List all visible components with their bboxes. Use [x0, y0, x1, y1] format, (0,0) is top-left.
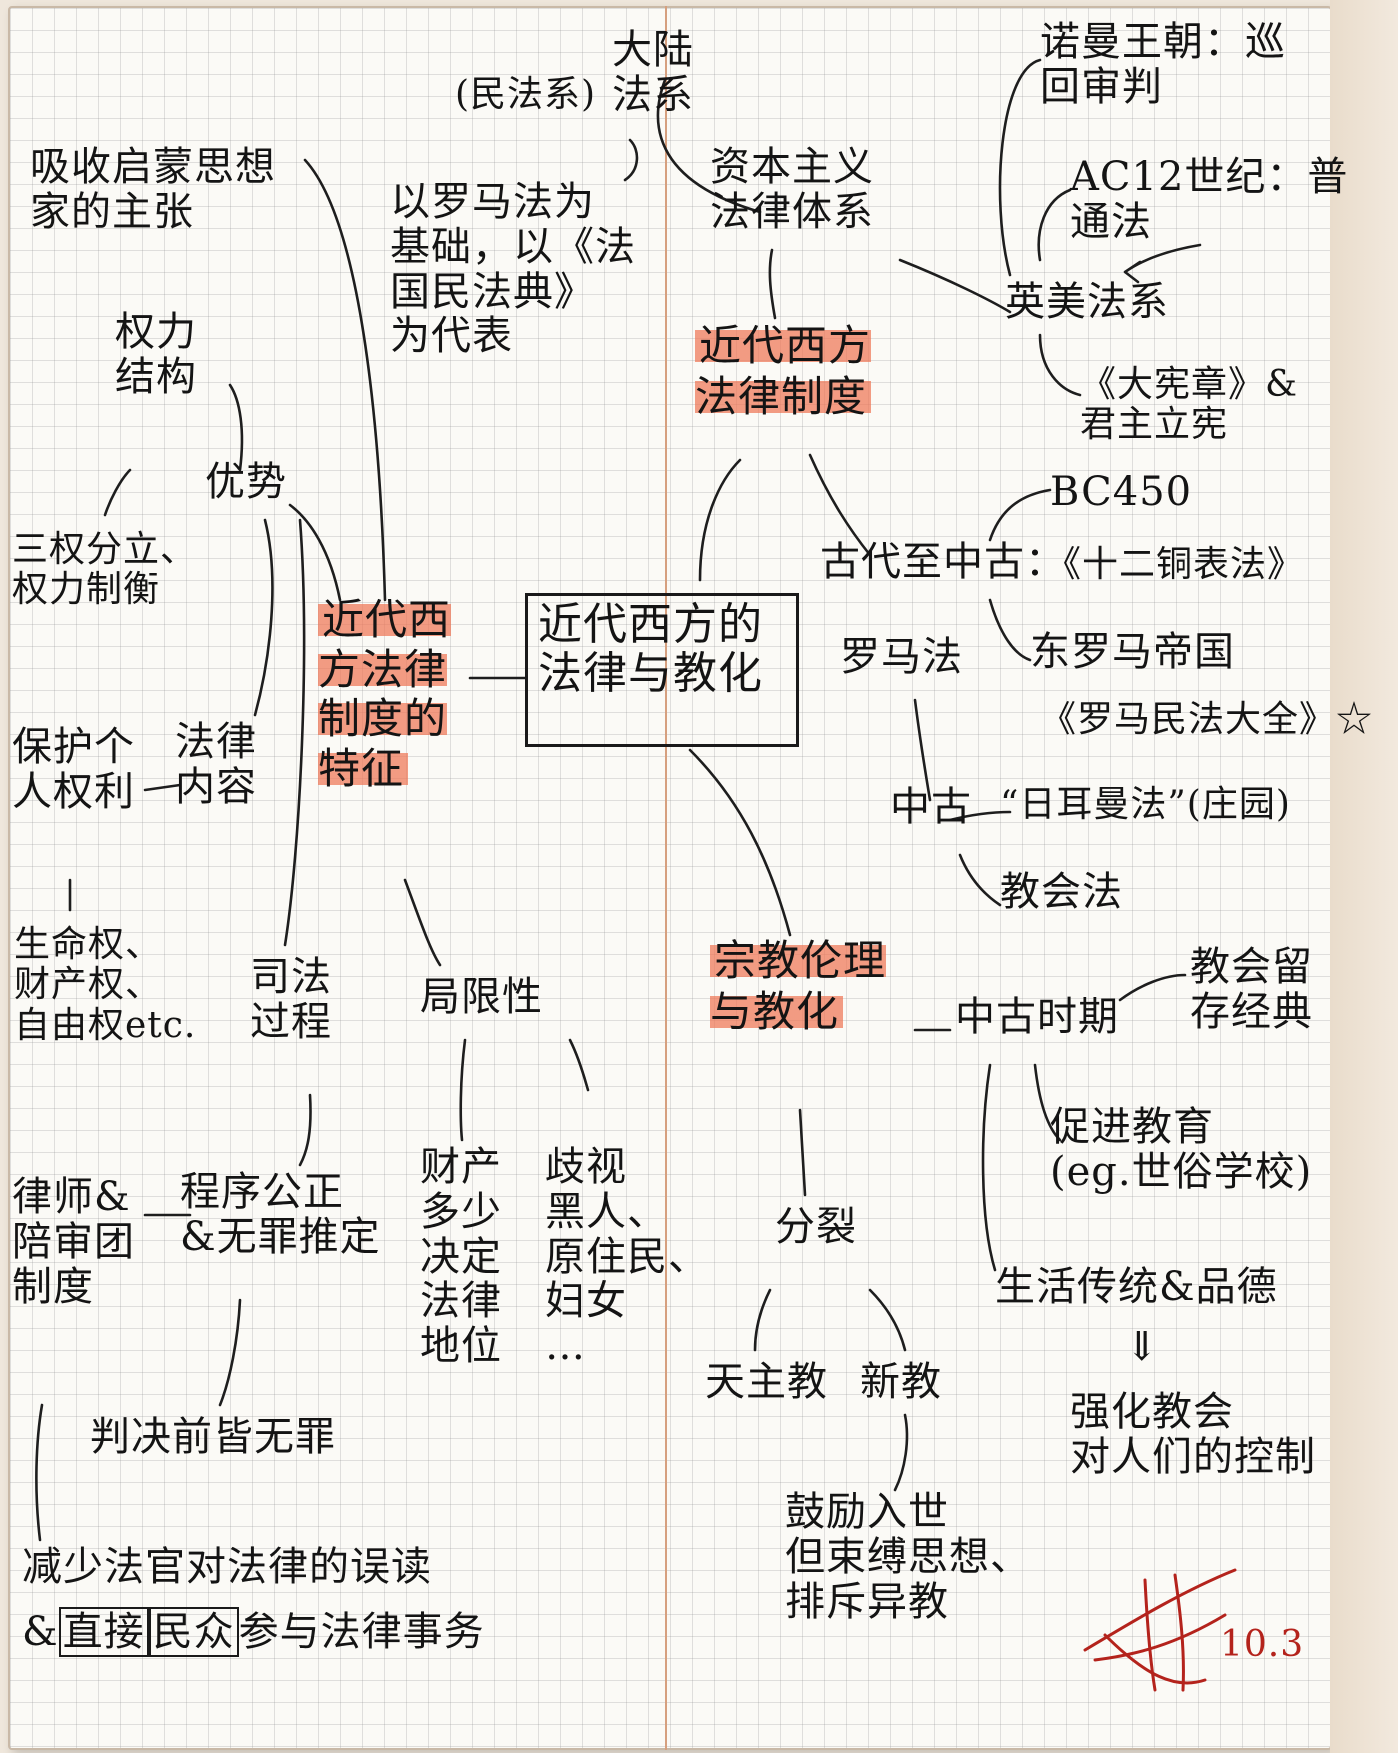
corpus-label: 《罗马民法大全》☆ — [1040, 699, 1374, 740]
grid-paper — [8, 6, 1332, 1750]
medieval-label: 中古 — [890, 784, 972, 830]
property-decides-note: 财产 多少 决定 法律 地位 — [420, 1144, 502, 1370]
link-center-law — [698, 458, 742, 582]
protestant-label: 新教 — [860, 1359, 942, 1405]
link-power-separation — [103, 468, 132, 517]
link-limit-discrim — [568, 1038, 590, 1092]
bottom-note-2-public: 民众 — [148, 1607, 239, 1657]
link-capitalist-anglo — [898, 258, 1012, 314]
link-anglo-magna — [1038, 333, 1082, 397]
center-node — [525, 593, 799, 747]
protect-rights-note: 保护个 人权利 — [12, 724, 135, 815]
life-tradition-note: 生活传统&品德 — [995, 1264, 1278, 1310]
link-law-ancient — [808, 453, 872, 557]
roman-basis-note: 以罗马法为 基础，以《法 国民法典》 为代表 — [390, 179, 636, 360]
encourage-note: 鼓励入世 但束缚思想、 排斥异教 — [785, 1489, 1031, 1625]
strengthen-note: 强化教会 对人们的控制 — [1070, 1389, 1316, 1480]
judicial-process-label: 司法 过程 — [250, 954, 332, 1045]
link-limit-property — [459, 1038, 467, 1142]
link-judicial-due — [298, 1093, 312, 1167]
link-lawyer-bottom — [35, 1403, 44, 1542]
split-label: 分裂 — [775, 1204, 857, 1250]
link-feature-enlightenment — [303, 158, 387, 602]
link-due-presumption — [218, 1298, 242, 1407]
eastern-roman-label: 东罗马帝国 — [1030, 629, 1235, 675]
anglo-label: 英美法系 — [1005, 279, 1169, 325]
medieval-period-label: 中古时期 — [955, 994, 1119, 1040]
link-ac12-anglo — [1037, 188, 1072, 262]
ancient-medieval-label: 古代至中古： — [820, 539, 1066, 585]
link-advantage-power — [228, 383, 244, 472]
law-content-label: 法律 内容 — [175, 719, 257, 810]
civil-law-paren: (民法系) — [455, 74, 597, 115]
link-feature-advantage — [288, 503, 342, 602]
link-medieval-canon — [958, 853, 1002, 907]
feature-title: 近代西 方法律 制度的 特征 — [318, 595, 452, 793]
enlightenment-note: 吸收启蒙思想 家的主张 — [30, 144, 276, 235]
link-capitalist-continental — [656, 78, 762, 214]
page-edge — [1330, 0, 1398, 1753]
advantage-label: 优势 — [205, 459, 287, 505]
center-title: 近代西方的 法律与教化 — [538, 599, 763, 700]
link-ancient-eastern — [988, 598, 1032, 662]
law-title: 近代西方 法律制度 — [695, 320, 872, 422]
germanic-label: “日耳曼法”(庄园) — [1000, 784, 1291, 825]
bc450-label: BC450 — [1050, 469, 1193, 515]
capitalist-label: 资本主义 法律体系 — [710, 144, 874, 235]
rights-list: 生命权、 财产权、 自由权etc. — [14, 924, 197, 1046]
link-religion-split — [798, 1108, 807, 1197]
roman-law-label: 罗马法 — [840, 634, 963, 680]
bottom-note-2-suffix: 参与法律事务 — [238, 1609, 485, 1655]
signature-mark — [1083, 1568, 1237, 1692]
magna-note: 《大宪章》& 君主立宪 — [1080, 364, 1299, 446]
bottom-note-1: 减少法官对法律的误读 — [22, 1544, 432, 1590]
ac12-note: AC12世纪：普 通法 — [1070, 154, 1349, 245]
law-title-text: 近代西方 法律制度 — [695, 321, 872, 422]
link-period-preserve — [1118, 973, 1187, 1002]
canon-label: 教会法 — [1000, 869, 1123, 915]
bottom-note-2-direct: 直接 — [58, 1607, 149, 1657]
link-split-catholic — [753, 1288, 772, 1352]
separation-note: 三权分立、 权力制衡 — [12, 529, 198, 611]
limitations-label: 局限性 — [420, 974, 543, 1020]
link-period-life — [981, 1063, 997, 1272]
feature-title-text: 近代西 方法律 制度的 特征 — [318, 595, 452, 793]
arrow-to-anglo — [1123, 243, 1202, 284]
link-law-capitalist — [768, 248, 777, 320]
link-feature-limit — [403, 878, 442, 967]
religion-title: 宗教伦理 与教化 — [710, 935, 887, 1037]
norman-note: 诺曼王朝：巡 回审判 — [1040, 19, 1286, 110]
bottom-note-2-prefix: & — [22, 1609, 59, 1655]
link-protestant-encourage — [893, 1413, 909, 1492]
link-norman-anglo — [998, 58, 1042, 277]
link-continental-basis — [623, 138, 639, 182]
signature-date: 10.3 — [1220, 1624, 1305, 1665]
lawyer-jury-note: 律师& 陪审团 制度 — [12, 1174, 135, 1310]
power-structure-label: 权力 结构 — [115, 309, 197, 400]
due-process-note: 程序公正 &无罪推定 — [180, 1169, 381, 1260]
link-roman-medieval — [913, 698, 932, 802]
link-split-protestant — [868, 1288, 907, 1352]
arrow-down: ⇓ — [1125, 1324, 1160, 1370]
continental-label: 大陆 法系 — [612, 27, 694, 118]
discrimination-note: 歧视 黑人、 原住民、 妇女 … — [545, 1144, 709, 1370]
link-center-religion — [688, 748, 792, 937]
link-ancient-bc450 — [988, 488, 1052, 542]
link-medieval-germanic — [948, 810, 1012, 822]
presumption-note: 判决前皆无罪 — [90, 1414, 336, 1460]
religion-title-text: 宗教伦理 与教化 — [710, 936, 887, 1037]
link-advantage-judicial — [283, 518, 306, 947]
catholic-label: 天主教 — [705, 1359, 828, 1405]
link-content-protect — [143, 783, 182, 792]
preserve-note: 教会留 存经典 — [1190, 944, 1313, 1035]
education-note: 促进教育 (eg.世俗学校) — [1050, 1104, 1313, 1195]
twelve-tables-label: 《十二铜表法》 — [1045, 544, 1305, 585]
center-fold-line — [665, 6, 667, 1750]
link-advantage-law — [253, 518, 274, 717]
link-period-education — [1033, 1063, 1062, 1142]
bottom-note-2: &直接民众参与法律事务 — [22, 1607, 485, 1657]
